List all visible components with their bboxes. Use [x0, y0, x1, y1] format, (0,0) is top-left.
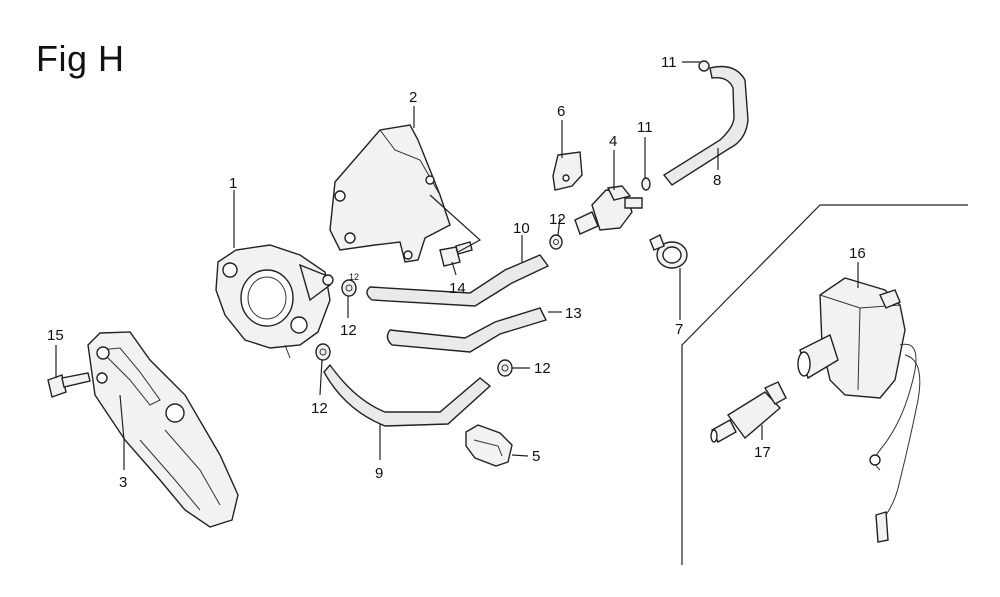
- part-15-bolt: [47, 372, 91, 398]
- part-10-hose: [366, 254, 550, 307]
- callout-12e: 12: [349, 272, 359, 282]
- callout-17: 17: [754, 444, 771, 461]
- callout-11b: 11: [637, 119, 653, 136]
- part-11-clip-a: [641, 177, 651, 191]
- callout-15: 15: [47, 327, 64, 344]
- part-12-nut-a: [341, 279, 357, 297]
- callout-4: 4: [609, 133, 617, 150]
- part-16-coil: [797, 277, 921, 543]
- part-1-flange: [215, 244, 334, 359]
- subassembly-boundary-line: [681, 204, 968, 565]
- callout-10: 10: [513, 220, 530, 237]
- callout-12d: 12: [549, 211, 566, 228]
- part-5-grommet: [465, 424, 513, 467]
- part-6-clip: [552, 151, 583, 191]
- figure-title: Fig H: [36, 38, 125, 79]
- callout-7: 7: [675, 321, 683, 338]
- part-11-clip-b: [698, 60, 710, 72]
- part-8-tube: [662, 65, 749, 186]
- callout-12b: 12: [311, 400, 328, 417]
- callout-2: 2: [409, 89, 417, 106]
- callout-12c: 12: [534, 360, 551, 377]
- callout-5: 5: [532, 448, 540, 465]
- callout-16: 16: [849, 245, 866, 262]
- callout-1: 1: [229, 175, 237, 192]
- part-12-nut-b: [315, 343, 331, 361]
- callout-9: 9: [375, 465, 383, 482]
- part-14-bolt: [429, 194, 482, 267]
- part-7-clamp: [649, 234, 688, 269]
- part-13-hose: [386, 307, 547, 353]
- part-12-nut-c: [497, 359, 513, 377]
- part-12-nut-d: [549, 234, 563, 250]
- callout-13: 13: [565, 305, 582, 322]
- callout-12a: 12: [340, 322, 357, 339]
- leader-lines: [55, 61, 859, 470]
- callout-14: 14: [449, 280, 466, 297]
- callout-3: 3: [119, 474, 127, 491]
- callout-11a: 11: [661, 54, 677, 71]
- part-2-cover: [329, 124, 451, 263]
- part-4-fuel-valve: [574, 185, 643, 235]
- callout-8: 8: [713, 172, 721, 189]
- callout-6: 6: [557, 103, 565, 120]
- part-9-hose: [323, 363, 492, 427]
- part-3-bracket-plate: [87, 331, 239, 528]
- part-17-filter: [710, 381, 787, 443]
